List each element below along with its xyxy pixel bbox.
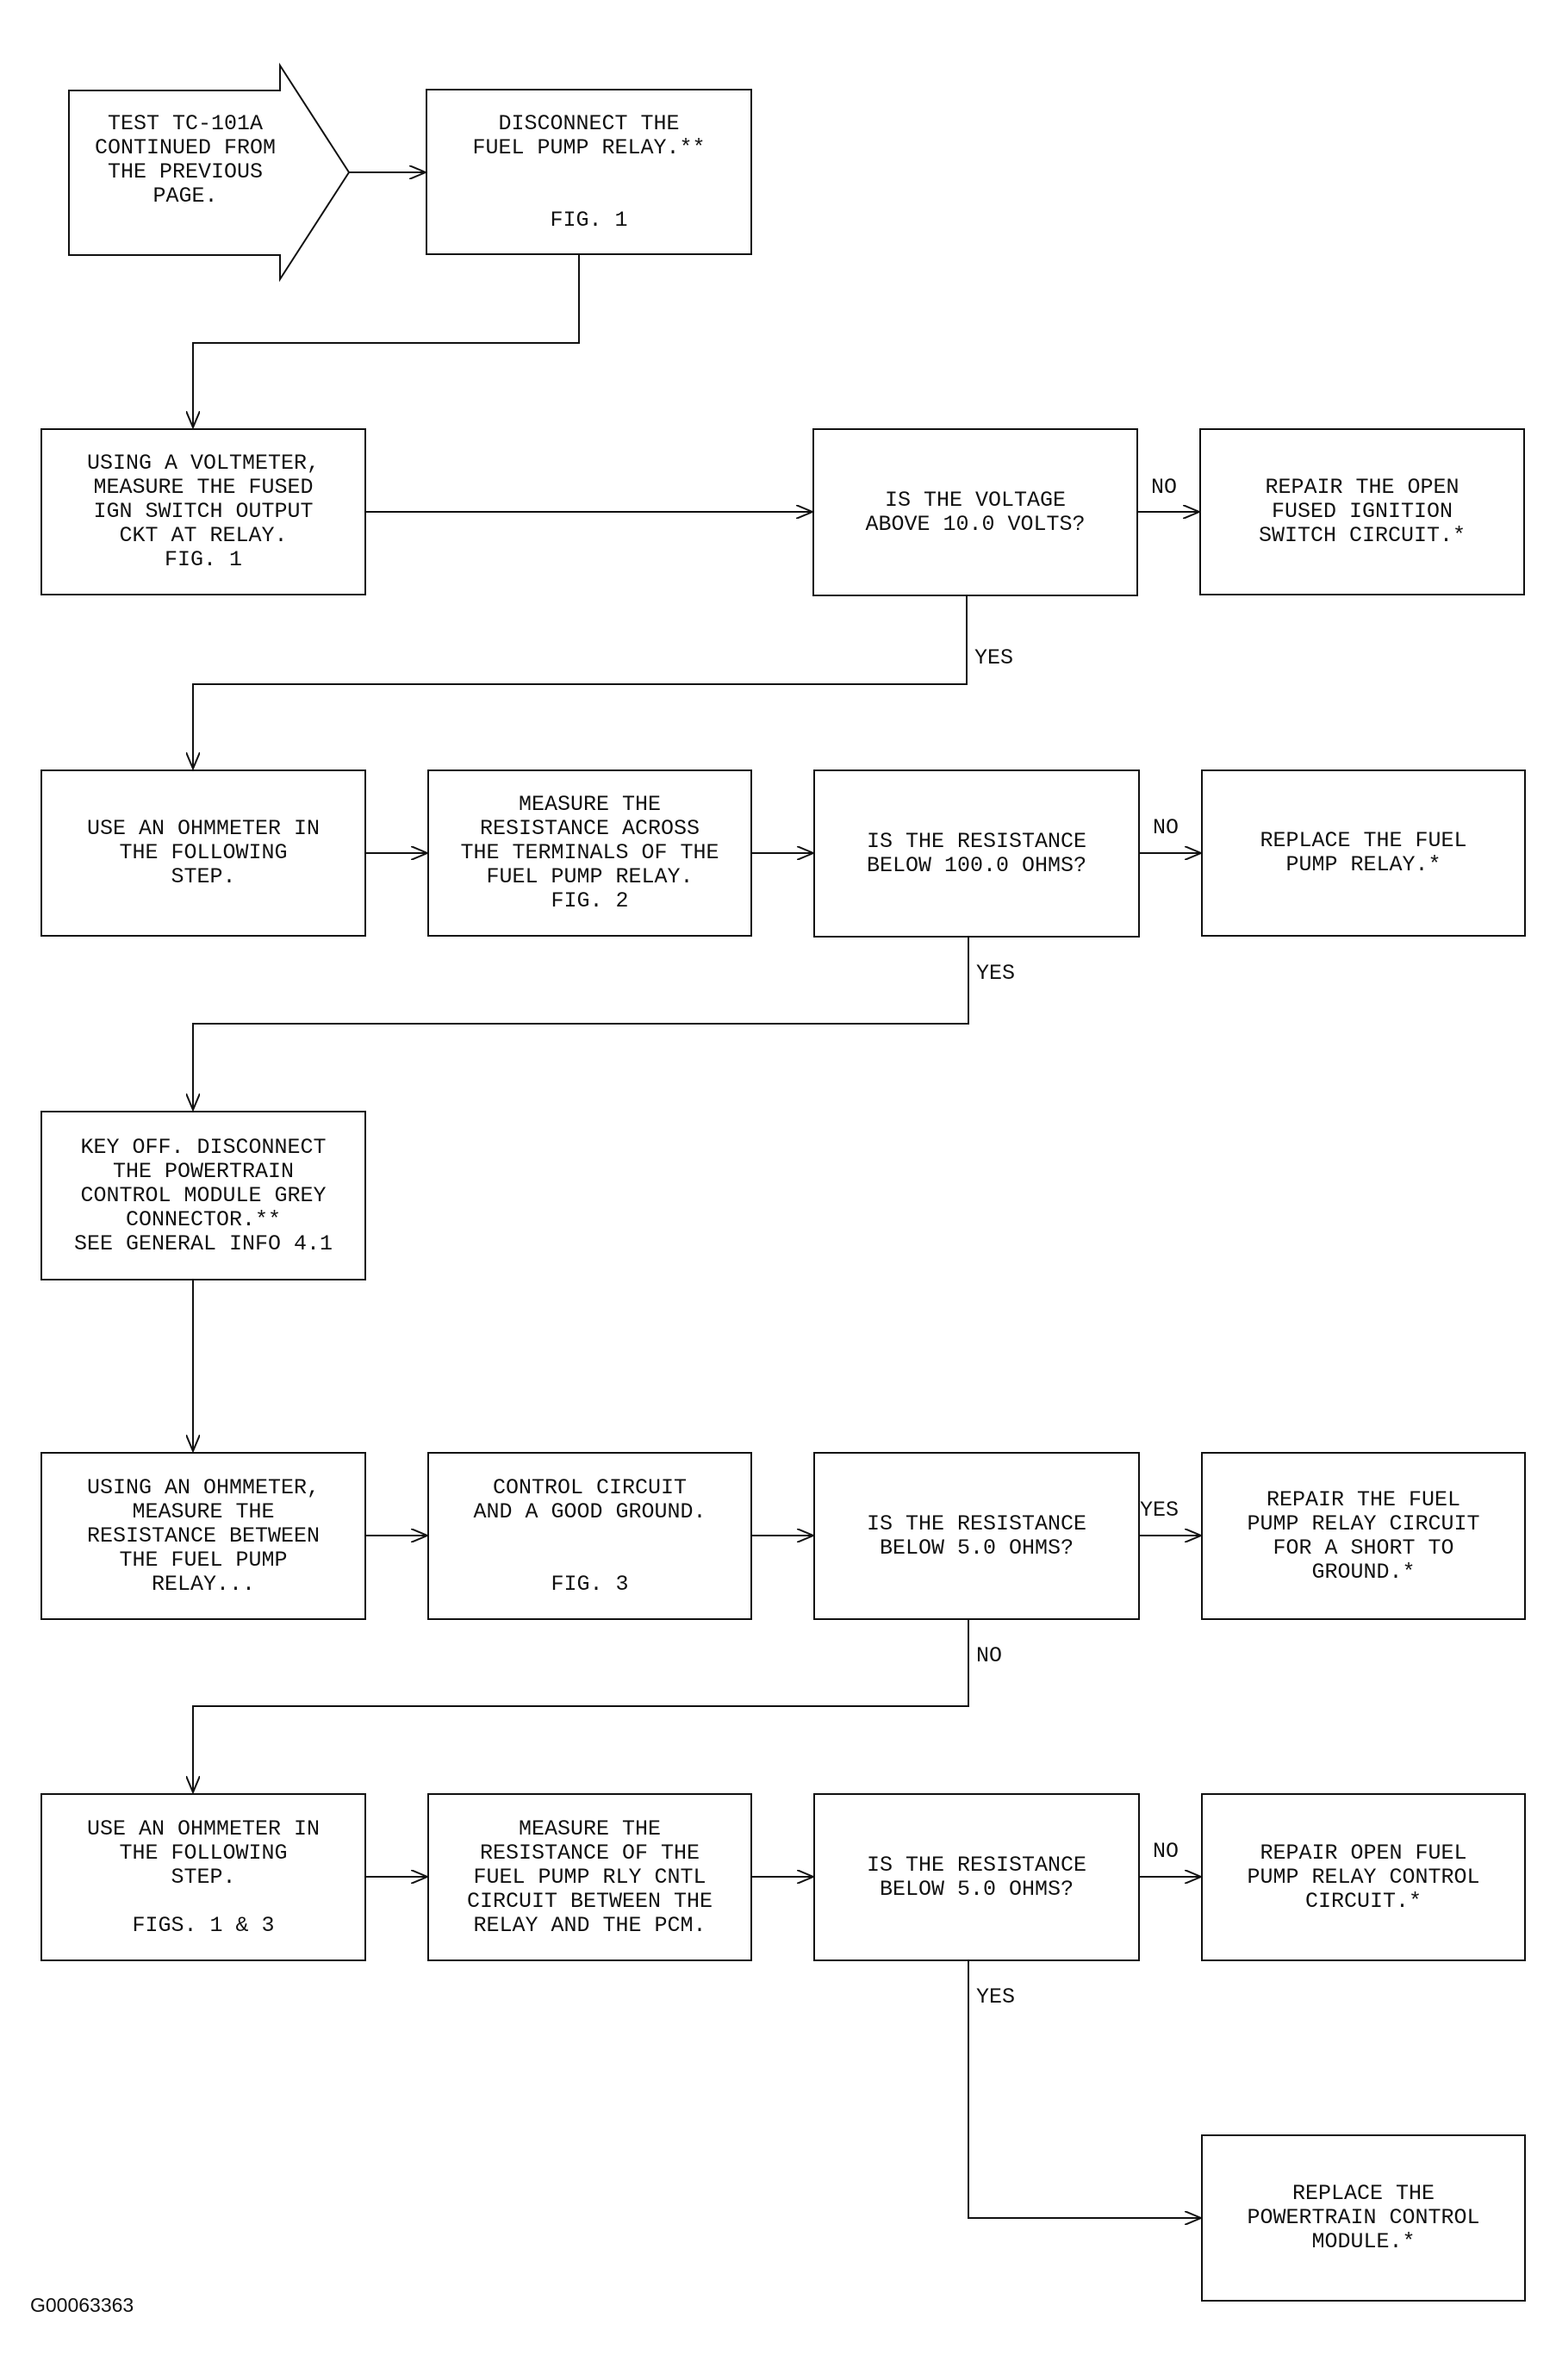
- resistance-5-question-a-text: IS THE RESISTANCE BELOW 5.0 OHMS?: [866, 1511, 1087, 1561]
- resistance-5-question-b-box: IS THE RESISTANCE BELOW 5.0 OHMS?: [813, 1793, 1140, 1961]
- ohmmeter-between-text: USING AN OHMMETER, MEASURE THE RESISTANC…: [86, 1474, 321, 1597]
- edge-disconnect-to-voltmeter: [193, 255, 580, 427]
- voltage-question-box: IS THE VOLTAGE ABOVE 10.0 VOLTS?: [812, 428, 1138, 596]
- label-res5b-yes: YES: [976, 1984, 1016, 2009]
- measure-rly-cntl-box: MEASURE THE RESISTANCE OF THE FUEL PUMP …: [427, 1793, 752, 1961]
- resistance-5-question-a-box: IS THE RESISTANCE BELOW 5.0 OHMS?: [813, 1452, 1140, 1620]
- label-res5a-yes: YES: [1140, 1498, 1179, 1523]
- measure-rly-cntl-text: MEASURE THE RESISTANCE OF THE FUEL PUMP …: [466, 1816, 713, 1938]
- key-off-text: KEY OFF. DISCONNECT THE POWERTRAIN CONTR…: [73, 1134, 333, 1256]
- repair-open-control-box: REPAIR OPEN FUEL PUMP RELAY CONTROL CIRC…: [1201, 1793, 1526, 1961]
- repair-open-control-text: REPAIR OPEN FUEL PUMP RELAY CONTROL CIRC…: [1247, 1840, 1480, 1914]
- disconnect-relay-box: DISCONNECT THE FUEL PUMP RELAY.** FIG. 1: [426, 89, 752, 255]
- ohmmeter-step-1-box: USE AN OHMMETER IN THE FOLLOWING STEP.: [40, 769, 366, 937]
- voltmeter-measure-box: USING A VOLTMETER, MEASURE THE FUSED IGN…: [40, 428, 366, 595]
- disconnect-relay-text: DISCONNECT THE FUEL PUMP RELAY.** FIG. 1: [472, 110, 706, 233]
- edge-res100-yes: [193, 938, 969, 1110]
- replace-relay-text: REPLACE THE FUEL PUMP RELAY.*: [1260, 828, 1467, 877]
- repair-open-fused-text: REPAIR THE OPEN FUSED IGNITION SWITCH CI…: [1258, 475, 1466, 548]
- voltage-question-text: IS THE VOLTAGE ABOVE 10.0 VOLTS?: [865, 487, 1086, 537]
- replace-relay-box: REPLACE THE FUEL PUMP RELAY.*: [1201, 769, 1526, 937]
- repair-open-fused-box: REPAIR THE OPEN FUSED IGNITION SWITCH CI…: [1199, 428, 1525, 595]
- replace-pcm-box: REPLACE THE POWERTRAIN CONTROL MODULE.*: [1201, 2134, 1526, 2302]
- ohmmeter-between-box: USING AN OHMMETER, MEASURE THE RESISTANC…: [40, 1452, 366, 1620]
- edge-voltage-yes: [193, 596, 968, 769]
- measure-relay-resistance-box: MEASURE THE RESISTANCE ACROSS THE TERMIN…: [427, 769, 752, 937]
- resistance-100-question-text: IS THE RESISTANCE BELOW 100.0 OHMS?: [866, 828, 1087, 878]
- ohmmeter-step-2-box: USE AN OHMMETER IN THE FOLLOWING STEP. F…: [40, 1793, 366, 1961]
- key-off-box: KEY OFF. DISCONNECT THE POWERTRAIN CONTR…: [40, 1111, 366, 1280]
- label-res100-no: NO: [1153, 815, 1179, 840]
- repair-short-ground-text: REPAIR THE FUEL PUMP RELAY CIRCUIT FOR A…: [1247, 1486, 1480, 1585]
- start-arrow-text: TEST TC-101A CONTINUED FROM THE PREVIOUS…: [94, 111, 277, 209]
- label-res100-yes: YES: [976, 961, 1016, 986]
- ohmmeter-step-2-text: USE AN OHMMETER IN THE FOLLOWING STEP. F…: [86, 1816, 321, 1938]
- replace-pcm-text: REPLACE THE POWERTRAIN CONTROL MODULE.*: [1247, 2181, 1480, 2254]
- edge-res5b-yes: [968, 1961, 1201, 2218]
- resistance-5-question-b-text: IS THE RESISTANCE BELOW 5.0 OHMS?: [866, 1852, 1087, 1902]
- figure-id: G00063363: [30, 2294, 134, 2316]
- control-circuit-ground-box: CONTROL CIRCUIT AND A GOOD GROUND. FIG. …: [427, 1452, 752, 1620]
- label-res5a-no: NO: [976, 1643, 1003, 1668]
- ohmmeter-step-1-text: USE AN OHMMETER IN THE FOLLOWING STEP.: [86, 816, 321, 889]
- edge-res5a-no: [193, 1620, 969, 1792]
- label-voltage-no: NO: [1151, 475, 1178, 500]
- repair-short-ground-box: REPAIR THE FUEL PUMP RELAY CIRCUIT FOR A…: [1201, 1452, 1526, 1620]
- label-res5b-no: NO: [1153, 1839, 1179, 1864]
- measure-relay-resistance-text: MEASURE THE RESISTANCE ACROSS THE TERMIN…: [460, 792, 719, 913]
- voltmeter-measure-text: USING A VOLTMETER, MEASURE THE FUSED IGN…: [86, 451, 321, 572]
- control-circuit-ground-text: CONTROL CIRCUIT AND A GOOD GROUND. FIG. …: [473, 1474, 706, 1597]
- start-arrow-outline: [68, 62, 351, 283]
- resistance-100-question-box: IS THE RESISTANCE BELOW 100.0 OHMS?: [813, 769, 1140, 938]
- label-voltage-yes: YES: [974, 645, 1014, 670]
